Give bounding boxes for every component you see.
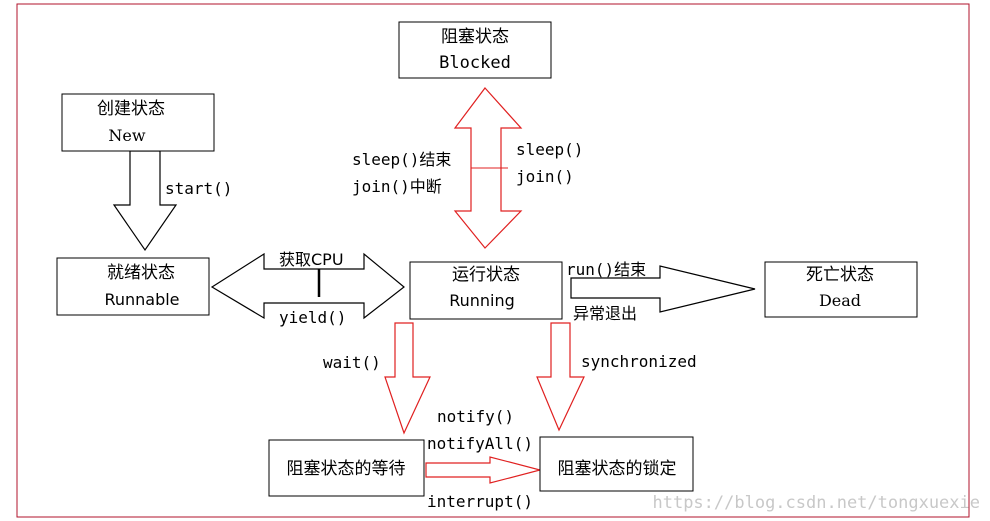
watermark-text: https://blog.csdn.net/tongxuexie <box>652 493 980 513</box>
label-run-end: run()结束 <box>566 260 646 279</box>
state-waiting: 阻塞状态的等待 <box>268 439 425 497</box>
state-running-title: 运行状态 <box>452 265 520 285</box>
state-runnable-subtitle: Runnable <box>104 290 179 309</box>
label-exception-exit: 异常退出 <box>573 304 637 323</box>
state-runnable-title: 就绪状态 <box>107 263 175 283</box>
state-waiting-title: 阻塞状态的等待 <box>287 459 406 479</box>
label-join: join() <box>516 167 574 186</box>
state-locked: 阻塞状态的锁定 <box>539 436 694 492</box>
state-locked-title: 阻塞状态的锁定 <box>558 459 677 479</box>
state-blocked: 阻塞状态 Blocked <box>398 21 552 79</box>
state-new-title: 创建状态 <box>97 99 165 119</box>
state-blocked-title: 阻塞状态 <box>441 27 509 47</box>
state-blocked-subtitle: Blocked <box>439 53 511 73</box>
arrow-runnable-running <box>210 252 405 320</box>
state-dead-title: 死亡状态 <box>806 265 874 285</box>
state-new: 创建状态 New <box>61 93 215 152</box>
label-get-cpu: 获取CPU <box>279 250 344 269</box>
label-join-interrupt: join()中断 <box>352 177 442 196</box>
label-notify: notify() <box>437 407 514 426</box>
label-sleep: sleep() <box>516 140 583 159</box>
label-start: start() <box>165 179 232 198</box>
arrow-running-to-dead <box>570 265 756 313</box>
label-sleep-end: sleep()结束 <box>352 150 451 169</box>
state-runnable: 就绪状态 Runnable <box>56 257 210 316</box>
diagram-frame <box>16 3 970 518</box>
state-dead: 死亡状态 Dead <box>764 261 918 318</box>
label-yield: yield() <box>279 308 346 327</box>
arrow-waiting-to-locked <box>425 456 543 484</box>
state-dead-subtitle: Dead <box>819 291 861 310</box>
arrow-running-to-waiting <box>384 322 431 435</box>
label-synchronized: synchronized <box>581 352 697 371</box>
arrow-running-to-locked <box>536 322 585 432</box>
label-interrupt: interrupt() <box>427 492 533 511</box>
state-running: 运行状态 Running <box>409 261 563 320</box>
state-new-subtitle: New <box>108 126 145 145</box>
label-wait: wait() <box>323 353 381 372</box>
arrow-new-to-runnable <box>112 150 178 252</box>
label-notify-all: notifyAll() <box>427 434 533 453</box>
state-running-subtitle: Running <box>449 291 515 310</box>
